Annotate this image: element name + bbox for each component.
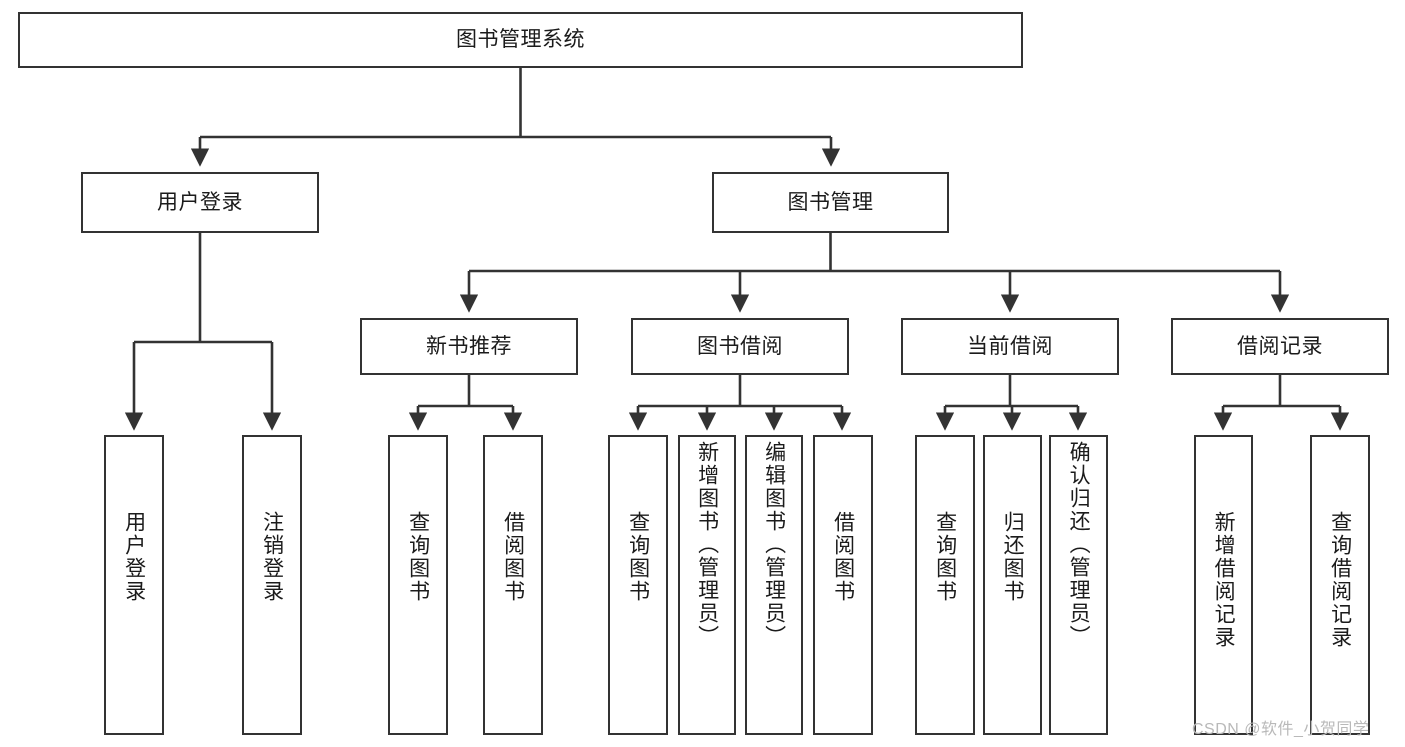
node-book-borrow-label: 图书借阅 xyxy=(697,334,783,358)
node-leaf-user-login-label: 用户登录 xyxy=(122,511,146,603)
node-leaf-borrow-book-2[interactable]: 借阅图书 xyxy=(813,435,873,735)
node-leaf-query-book-3[interactable]: 查询图书 xyxy=(915,435,975,735)
node-leaf-confirm-return-label: 确认归还（管理员） xyxy=(1067,441,1091,648)
node-borrow-record[interactable]: 借阅记录 xyxy=(1171,318,1389,375)
node-leaf-logout[interactable]: 注销登录 xyxy=(242,435,302,735)
node-leaf-add-book[interactable]: 新增图书（管理员） xyxy=(678,435,736,735)
node-leaf-query-record[interactable]: 查询借阅记录 xyxy=(1310,435,1370,735)
node-leaf-query-record-label: 查询借阅记录 xyxy=(1328,511,1352,649)
node-leaf-edit-book-label: 编辑图书（管理员） xyxy=(762,441,786,648)
node-leaf-return-book-label: 归还图书 xyxy=(1001,511,1025,603)
node-current-borrow-label: 当前借阅 xyxy=(967,334,1053,358)
node-root[interactable]: 图书管理系统 xyxy=(18,12,1023,68)
node-leaf-borrow-book-1[interactable]: 借阅图书 xyxy=(483,435,543,735)
node-leaf-query-book-2-label: 查询图书 xyxy=(626,511,650,603)
node-leaf-add-record[interactable]: 新增借阅记录 xyxy=(1194,435,1253,735)
node-user-login-label: 用户登录 xyxy=(157,190,243,214)
node-leaf-logout-label: 注销登录 xyxy=(260,511,284,603)
node-borrow-record-label: 借阅记录 xyxy=(1237,334,1323,358)
node-new-book-rec-label: 新书推荐 xyxy=(426,334,512,358)
node-book-manage[interactable]: 图书管理 xyxy=(712,172,949,233)
node-leaf-query-book-2[interactable]: 查询图书 xyxy=(608,435,668,735)
node-leaf-confirm-return[interactable]: 确认归还（管理员） xyxy=(1049,435,1108,735)
node-leaf-edit-book[interactable]: 编辑图书（管理员） xyxy=(745,435,803,735)
node-user-login[interactable]: 用户登录 xyxy=(81,172,319,233)
node-leaf-borrow-book-1-label: 借阅图书 xyxy=(501,511,525,603)
node-leaf-query-book-1-label: 查询图书 xyxy=(406,511,430,603)
node-leaf-add-book-label: 新增图书（管理员） xyxy=(695,441,719,648)
node-current-borrow[interactable]: 当前借阅 xyxy=(901,318,1119,375)
node-root-label: 图书管理系统 xyxy=(456,28,585,52)
node-leaf-user-login[interactable]: 用户登录 xyxy=(104,435,164,735)
node-new-book-rec[interactable]: 新书推荐 xyxy=(360,318,578,375)
node-leaf-query-book-3-label: 查询图书 xyxy=(933,511,957,603)
node-book-borrow[interactable]: 图书借阅 xyxy=(631,318,849,375)
node-leaf-query-book-1[interactable]: 查询图书 xyxy=(388,435,448,735)
node-leaf-return-book[interactable]: 归还图书 xyxy=(983,435,1042,735)
node-leaf-borrow-book-2-label: 借阅图书 xyxy=(831,511,855,603)
node-book-manage-label: 图书管理 xyxy=(787,190,874,214)
watermark: CSDN @软件_小贺同学 xyxy=(1192,721,1370,738)
node-leaf-add-record-label: 新增借阅记录 xyxy=(1212,511,1236,649)
